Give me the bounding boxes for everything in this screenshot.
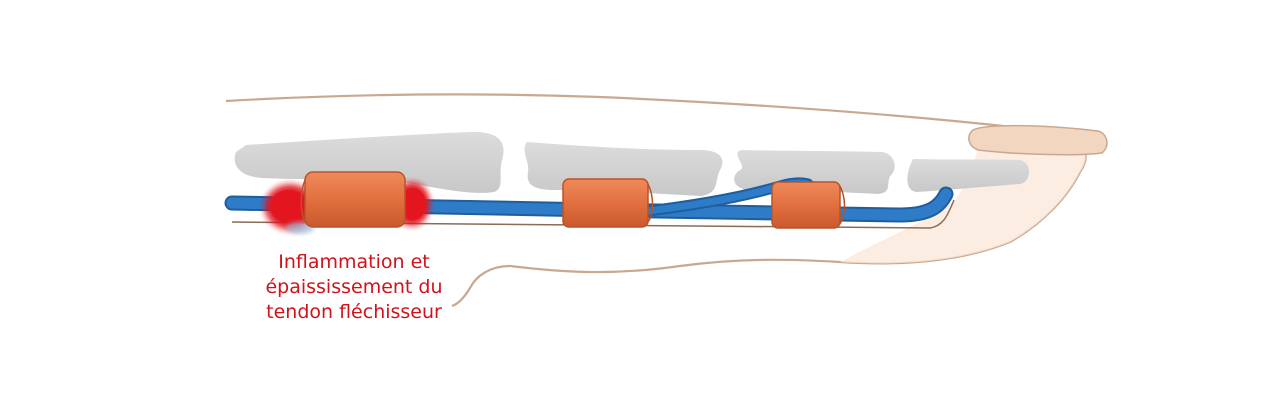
pulley-a1 [300, 171, 406, 228]
pulley-a4 [771, 181, 846, 229]
pulleys [300, 171, 846, 229]
annotation-caption: Inflammation et épaississement du tendon… [244, 250, 464, 325]
annotation-line-2: épaississement du [265, 276, 443, 298]
proximal-phalanx [234, 131, 504, 193]
annotation-line-1: Inflammation et [278, 251, 430, 273]
distal-phalanx-2 [907, 159, 1029, 192]
annotation-line-3: tendon fléchisseur [266, 301, 442, 323]
pulley-a2 [562, 178, 654, 228]
bones [234, 131, 1029, 196]
fingernail [968, 124, 1108, 156]
finger-skin [225, 93, 1087, 308]
